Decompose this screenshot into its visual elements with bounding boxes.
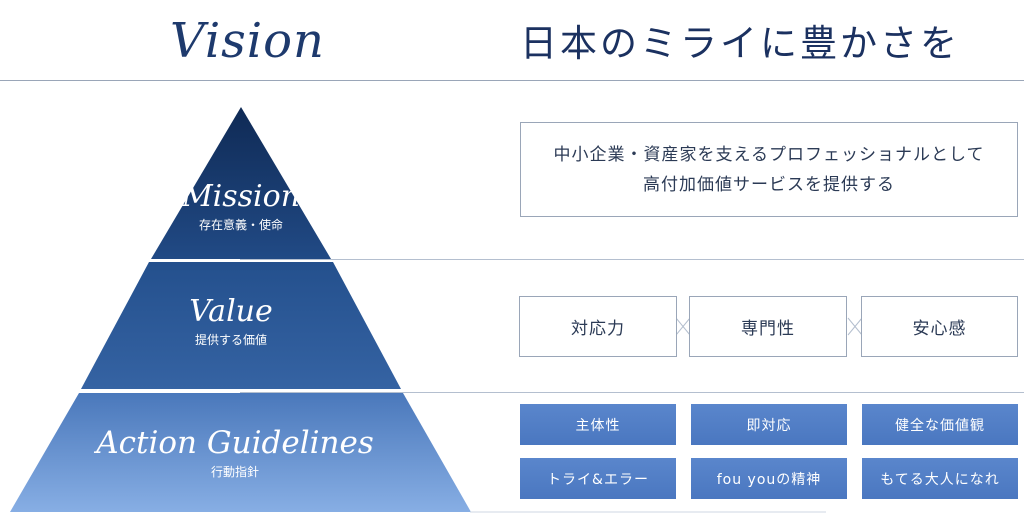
action-label-en: Action Guidelines [96,425,374,461]
action-item-6: もてる大人になれ [862,458,1018,499]
mission-label-jp: 存在意義・使命 [198,218,283,232]
mission-label-en: Mission [181,179,301,214]
value-box-1: 対応力 [519,296,677,357]
value-box-2: 専門性 [689,296,847,357]
mission-statement-line-1: 中小企業・資産家を支えるプロフェッショナルとして [553,144,985,165]
value-label: Value 提供する価値 [151,297,311,348]
row-separator-2 [240,392,1024,393]
row-separator-1 [240,259,1024,260]
action-item-5: fou youの精神 [691,458,847,499]
action-label: Action Guidelines 行動指針 [70,428,400,480]
mission-label: Mission 存在意義・使命 [161,182,321,233]
value-box-3: 安心感 [861,296,1018,357]
action-item-4: トライ&エラー [520,458,676,499]
value-label-en: Value [189,294,273,329]
action-label-jp: 行動指針 [210,465,259,479]
action-item-1: 主体性 [520,404,676,445]
value-label-jp: 提供する価値 [194,333,267,347]
header-divider [0,80,1024,81]
value-connectors [676,317,863,336]
vision-title: Vision [170,13,325,69]
mission-statement-line-2: 高付加価値サービスを提供する [643,174,895,195]
mission-statement-box: 中小企業・資産家を支えるプロフェッショナルとして 高付加価値サービスを提供する [520,122,1018,217]
action-item-2: 即対応 [691,404,847,445]
action-item-3: 健全な価値観 [862,404,1018,445]
headline: 日本のミライに豊かさを [520,22,960,65]
